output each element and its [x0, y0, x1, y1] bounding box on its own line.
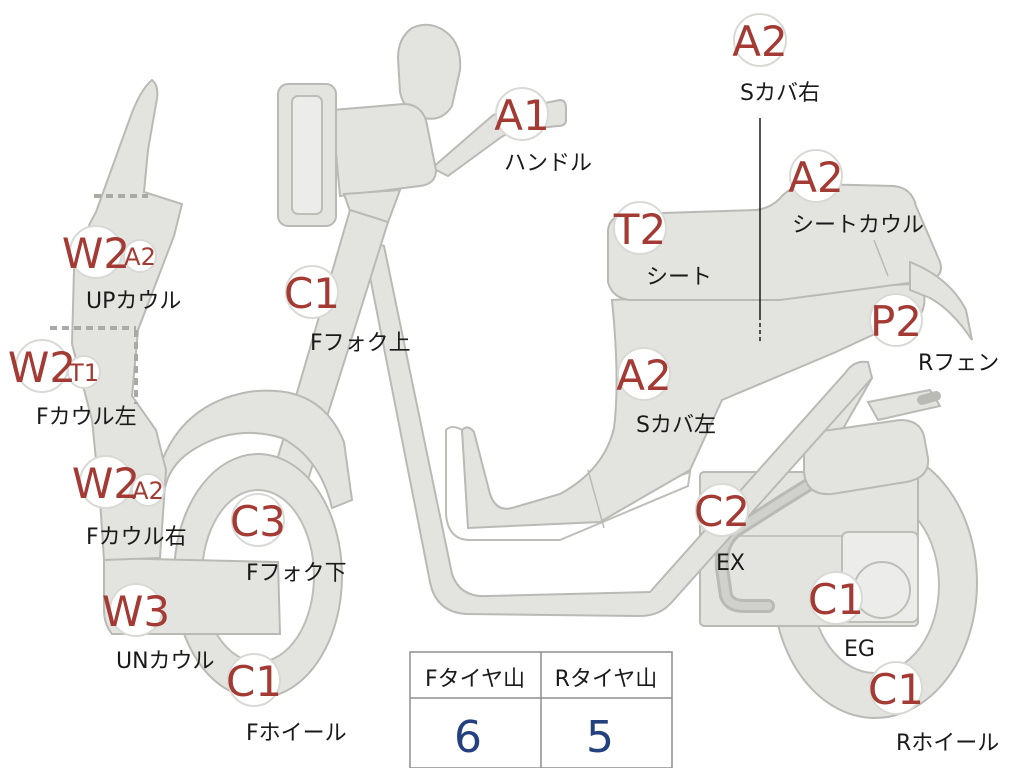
badge-seat[interactable]: T2 シート	[613, 201, 712, 290]
svg-text:C1: C1	[284, 269, 340, 318]
svg-text:Fカウル左: Fカウル左	[36, 405, 137, 430]
badge-engine[interactable]: C1 EG	[808, 571, 875, 662]
seat-shape	[607, 182, 942, 301]
svg-text:EX: EX	[716, 551, 745, 576]
svg-text:A2: A2	[132, 477, 164, 505]
svg-text:Fホイール: Fホイール	[246, 721, 347, 746]
svg-text:P2: P2	[870, 297, 922, 346]
badge-front-wheel[interactable]: C1 Fホイール	[226, 653, 347, 746]
tire-tread-table: Fタイヤ山 Rタイヤ山 6 5	[409, 651, 673, 768]
front-fender-shape	[158, 389, 354, 510]
handlebar-shape	[277, 23, 567, 246]
badge-handlebar[interactable]: A1 ハンドル	[494, 87, 592, 176]
svg-text:シート: シート	[646, 265, 712, 290]
damage-badges: A1 ハンドル A2 Sカバ右 A2 シートカウル T2 シート P2 Rフェン	[8, 13, 999, 756]
svg-text:Sカバ左: Sカバ左	[636, 413, 716, 438]
rear-tire-tread-value[interactable]: 5	[586, 712, 614, 763]
svg-text:UNカウル: UNカウル	[116, 649, 215, 674]
front-tire-tread-header: Fタイヤ山	[425, 667, 525, 692]
svg-text:A2: A2	[732, 17, 787, 66]
body-side-cover-shape	[460, 282, 926, 530]
svg-text:W2: W2	[8, 343, 76, 392]
svg-text:C3: C3	[230, 497, 286, 546]
badge-rear-wheel[interactable]: C1 Rホイール	[868, 661, 999, 756]
svg-text:C2: C2	[694, 487, 750, 536]
svg-text:C1: C1	[808, 575, 864, 624]
badge-exhaust[interactable]: C2 EX	[694, 483, 750, 576]
svg-text:A1: A1	[494, 91, 549, 140]
svg-text:UPカウル: UPカウル	[86, 289, 181, 314]
svg-text:Fカウル右: Fカウル右	[86, 525, 187, 550]
badge-side-cover-right[interactable]: A2 Sカバ右	[732, 13, 820, 106]
svg-text:ハンドル: ハンドル	[504, 151, 592, 176]
badge-under-cowl[interactable]: W3 UNカウル	[102, 583, 215, 674]
svg-text:A2: A2	[788, 153, 843, 202]
svg-text:C1: C1	[226, 657, 282, 706]
svg-text:W2: W2	[72, 459, 140, 508]
svg-text:EG: EG	[844, 637, 875, 662]
svg-text:T2: T2	[613, 205, 666, 254]
badge-front-cowl-right[interactable]: W2 A2 Fカウル右	[72, 455, 187, 550]
svg-text:W2: W2	[62, 229, 130, 278]
svg-text:シートカウル: シートカウル	[792, 213, 924, 238]
svg-text:Rフェン: Rフェン	[918, 351, 999, 376]
svg-text:T1: T1	[68, 359, 99, 387]
svg-text:Sカバ右: Sカバ右	[740, 81, 820, 106]
svg-text:A2: A2	[124, 243, 156, 271]
svg-text:Fフォク上: Fフォク上	[310, 331, 411, 356]
scooter-silhouette	[50, 23, 978, 719]
badge-side-cover-left[interactable]: A2 Sカバ左	[616, 347, 716, 438]
front-tire-tread-value[interactable]: 6	[454, 712, 482, 763]
svg-text:W3: W3	[102, 587, 170, 636]
badge-upper-cowl[interactable]: W2 A2 UPカウル	[62, 225, 182, 314]
badge-rear-fender[interactable]: P2 Rフェン	[869, 293, 999, 376]
svg-text:Rホイール: Rホイール	[896, 731, 999, 756]
rear-fender-shape	[909, 260, 973, 341]
badge-front-fork-upper[interactable]: C1 Fフォク上	[284, 265, 411, 356]
badge-front-cowl-left[interactable]: W2 T1 Fカウル左	[8, 339, 137, 430]
badge-front-fork-lower[interactable]: C3 Fフォク下	[230, 493, 347, 586]
svg-text:C1: C1	[868, 665, 924, 714]
badge-seat-cowl[interactable]: A2 シートカウル	[788, 149, 924, 238]
rear-tire-tread-header: Rタイヤ山	[555, 667, 658, 692]
svg-text:A2: A2	[616, 351, 671, 400]
svg-text:Fフォク下: Fフォク下	[246, 561, 347, 586]
